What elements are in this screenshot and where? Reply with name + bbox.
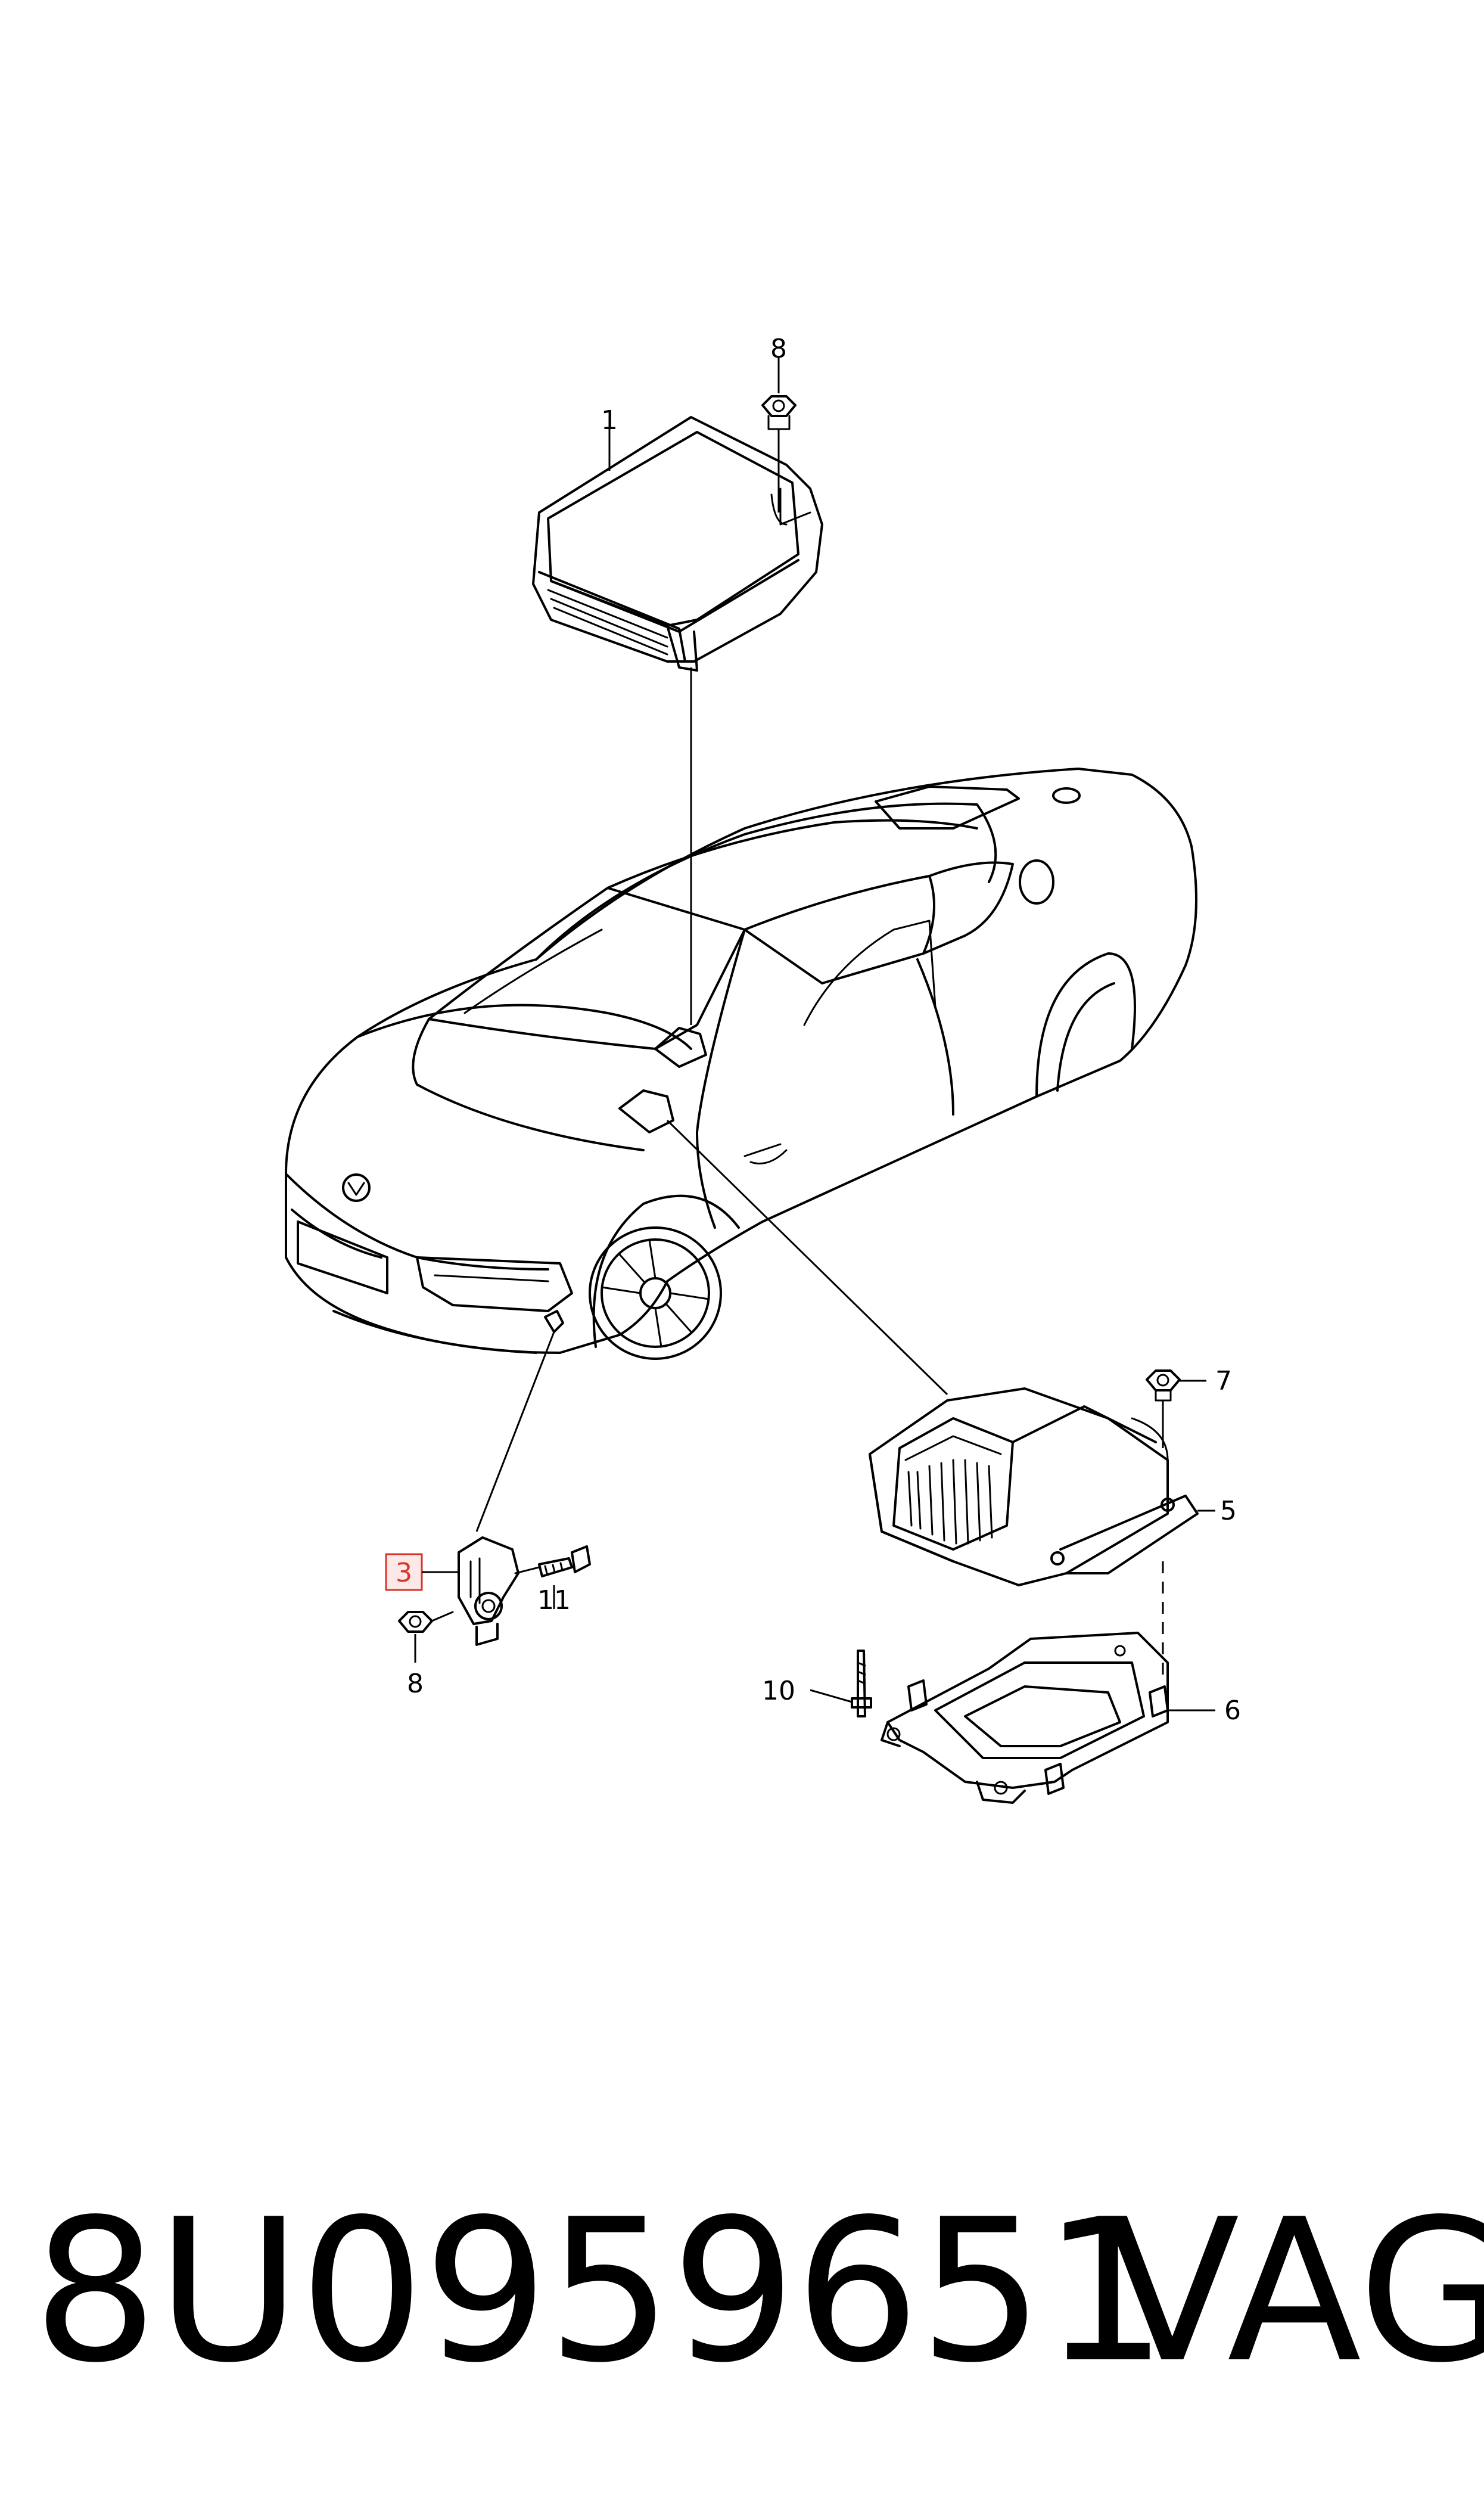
stud-part-10[interactable] bbox=[851, 1650, 872, 1717]
callout-7: 7 bbox=[1215, 1366, 1232, 1396]
mounting-bracket-part-6[interactable] bbox=[881, 1632, 1169, 1804]
callout-8-bottom: 8 bbox=[407, 1669, 424, 1699]
control-unit-part-1[interactable] bbox=[532, 416, 823, 672]
part-number: 8U0959651 bbox=[33, 2177, 1168, 2406]
callout-1: 1 bbox=[601, 405, 618, 436]
callout-8-top: 8 bbox=[770, 334, 787, 364]
nut-part-8-top[interactable] bbox=[761, 395, 797, 430]
callout-10: 10 bbox=[762, 1676, 795, 1706]
nut-part-8-bottom[interactable] bbox=[398, 1611, 454, 1633]
nut-part-7[interactable] bbox=[1146, 1369, 1181, 1402]
callout-6: 6 bbox=[1224, 1695, 1241, 1726]
airbag-ecu-part-5[interactable] bbox=[869, 1387, 1199, 1586]
crash-sensor-part-3[interactable] bbox=[458, 1536, 540, 1646]
callout-3-highlighted[interactable]: 3 bbox=[385, 1553, 423, 1591]
callout-5: 5 bbox=[1220, 1496, 1237, 1526]
brand-name: VAG bbox=[1105, 2177, 1484, 2406]
bolt-part-11[interactable] bbox=[538, 1545, 591, 1577]
callout-11: 11 bbox=[537, 1585, 571, 1616]
vehicle-outline bbox=[285, 768, 1197, 1360]
callout-3: 3 bbox=[396, 1558, 412, 1588]
